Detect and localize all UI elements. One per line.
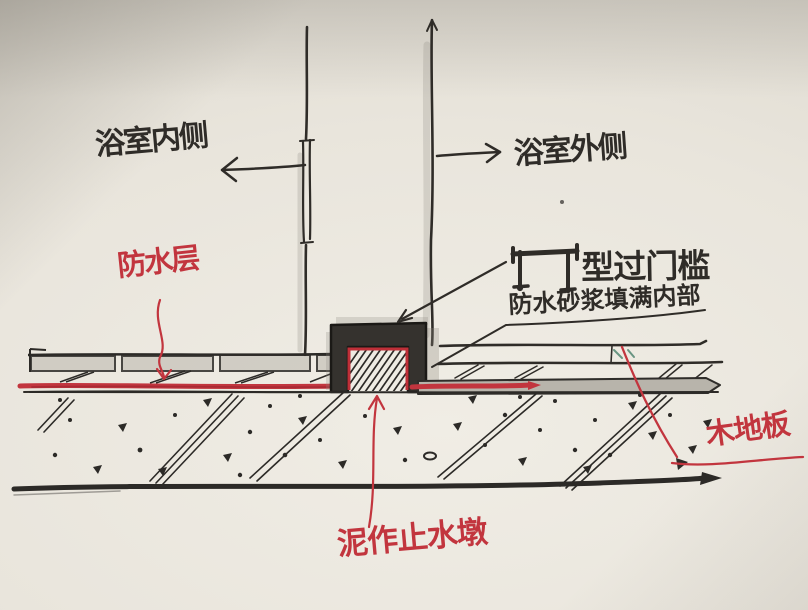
label-bathroom-outside: 浴室外侧	[512, 129, 627, 172]
concrete-speckles	[52, 200, 712, 478]
concrete-slab	[11, 390, 722, 496]
wood-floor-leader	[620, 345, 805, 466]
pi-shape-symbol	[510, 243, 580, 294]
mortar-note-leader-line	[431, 309, 706, 368]
left-wall-line	[297, 25, 315, 357]
label-threshold-type: 型过门槛	[580, 245, 710, 287]
right-wall-line	[422, 18, 438, 347]
outside-arrow	[435, 142, 502, 164]
tile-floor	[27, 348, 334, 384]
waterstop-leader	[367, 394, 386, 529]
waterproof-red-wrap	[347, 347, 409, 390]
mortar-hatch	[349, 348, 407, 391]
waterproof-red-line-right	[409, 381, 541, 390]
threshold-leader-line	[396, 260, 508, 324]
label-waterproof-layer: 防水层	[115, 240, 200, 283]
waterproof-layer-leader	[155, 298, 173, 381]
inside-arrow	[220, 156, 307, 183]
